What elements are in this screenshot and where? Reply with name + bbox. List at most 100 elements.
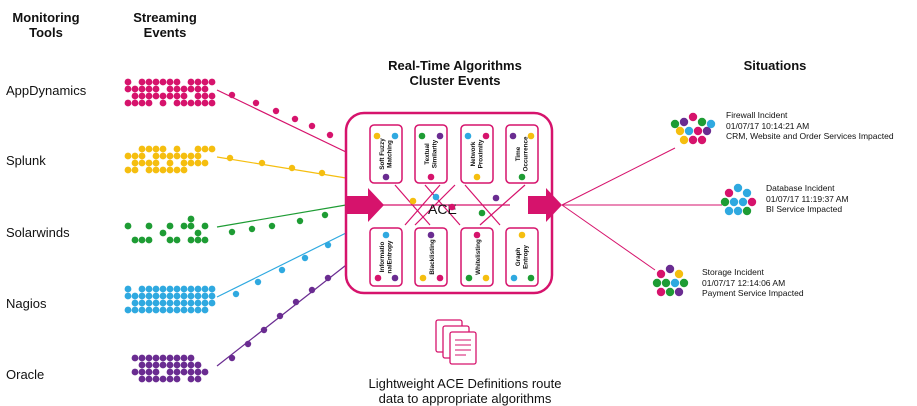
event-dot [173,92,181,100]
event-dot [145,92,153,100]
event-dot [166,292,174,300]
event-dot [326,131,334,139]
event-dot [138,145,146,153]
event-dot [138,152,146,160]
event-dot [201,159,209,167]
algorithm-box: GraphEntropy [505,227,539,287]
event-dot [131,152,139,160]
event-dot [124,285,132,293]
event-dot [166,85,174,93]
event-dot [278,266,286,274]
stream-line [216,89,347,153]
situation-firewall: Firewall Incident 01/07/17 10:14:21 AM C… [726,110,894,142]
ace-network-lines [380,184,526,226]
event-dot [201,299,209,307]
algorithm-label: Blacklisting [429,239,436,274]
event-dot [152,145,160,153]
event-dot [228,228,236,236]
event-dot [152,285,160,293]
event-dot [187,85,195,93]
event-dot [166,375,174,383]
event-dot [228,91,236,99]
event-dot [159,229,167,237]
event-dot [173,152,181,160]
event-dot [180,292,188,300]
event-dot [208,285,216,293]
event-dot [208,145,216,153]
event-dot [145,85,153,93]
event-dot [159,99,167,107]
event-dot [145,354,153,362]
stream-oracle [131,261,351,383]
event-dot [180,285,188,293]
event-dot [268,222,276,230]
event-dot [152,78,160,86]
monitoring-tools-header: Monitoring Tools [12,10,80,40]
event-dot [131,85,139,93]
event-dot [145,78,153,86]
event-dot [145,299,153,307]
event-dot [159,354,167,362]
event-dot [226,154,234,162]
event-dot [138,99,146,107]
event-dot [180,85,188,93]
event-dot [138,85,146,93]
event-dot [166,152,174,160]
event-dot [201,285,209,293]
event-dot [291,115,299,123]
event-dot [124,99,132,107]
event-dot [131,92,139,100]
event-dot [173,368,181,376]
event-dot [159,166,167,174]
event-dot [138,354,146,362]
situation-connectors [561,147,722,271]
event-dot [166,166,174,174]
event-dot [152,354,160,362]
event-dot [166,236,174,244]
event-dot [252,99,260,107]
event-dot [138,361,146,369]
event-dot [152,159,160,167]
event-dot [159,78,167,86]
event-dot [159,375,167,383]
stream-line [216,231,349,298]
event-dot [208,299,216,307]
tool-label-nagios: Nagios [6,296,47,311]
algorithm-label: NetworkProximity [470,139,485,168]
situations-header: Situations [743,58,807,73]
event-dot [138,285,146,293]
situation-database: Database Incident 01/07/17 11:19:37 AM B… [766,183,849,215]
event-dot [194,285,202,293]
event-dot [260,326,268,334]
output-arrow [528,188,562,222]
storage-cluster [652,264,689,297]
stream-line [216,156,347,179]
event-dot [131,166,139,174]
algorithm-box: Blacklisting [414,227,448,287]
event-dot [254,278,262,286]
event-dot [138,375,146,383]
event-dot [173,285,181,293]
event-dot [145,166,153,174]
event-dot [180,92,188,100]
event-dot [180,368,188,376]
event-dot [201,222,209,230]
event-dot [166,361,174,369]
event-dot [152,361,160,369]
event-dot [194,85,202,93]
event-dot [124,85,132,93]
event-dot [194,229,202,237]
event-dot [159,292,167,300]
event-dot [201,306,209,314]
situation-time: 01/07/17 10:14:21 AM [726,120,810,131]
algorithm-label: GraphEntropy [515,245,530,269]
event-dot [187,285,195,293]
event-dot [166,354,174,362]
event-dot [201,292,209,300]
event-dot [409,197,417,205]
event-dot [187,222,195,230]
event-dot [166,306,174,314]
event-dot [478,209,486,217]
algorithm-box: NetworkProximity [460,124,494,184]
